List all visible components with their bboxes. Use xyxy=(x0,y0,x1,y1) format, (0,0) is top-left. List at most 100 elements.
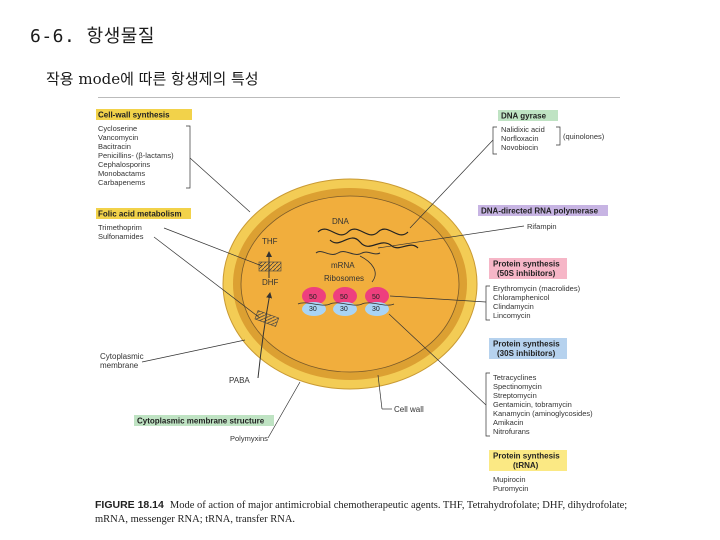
cell-wall-leader xyxy=(189,157,251,213)
figure-caption-head: FIGURE 18.14 xyxy=(95,499,164,511)
thf-label: THF xyxy=(262,237,278,246)
cell-wall-drug: Monobactams xyxy=(98,169,145,178)
folic-acid-title: Folic acid metabolism xyxy=(98,210,182,219)
cell-wall-synthesis-title: Cell-wall synthesis xyxy=(98,111,170,120)
ribosome-large-subunit xyxy=(333,287,357,305)
ribosome-2: 50 30 xyxy=(333,287,357,316)
ribosome-large-subunit xyxy=(302,287,326,305)
trna-drug: Mupirocin xyxy=(493,475,526,484)
ribosome-large-subunit xyxy=(365,287,389,305)
cell-wall-drug: Carbapenems xyxy=(98,178,145,187)
dna-gyrase-group: DNA gyrase Nalidixic acid Norfloxacin No… xyxy=(409,110,605,229)
ribosome-small-subunit xyxy=(365,302,389,316)
quinolone-note: (quinolones) xyxy=(563,132,605,141)
folic-acid-drug: Sulfonamides xyxy=(98,232,144,241)
trna-title: Protein synthesis xyxy=(493,452,560,461)
gyrase-drug: Novobiocin xyxy=(501,143,538,152)
mrna-label: mRNA xyxy=(331,261,355,270)
protein-50s-group: Protein synthesis (50S inhibitors) Eryth… xyxy=(389,258,581,321)
figure-caption-text: Mode of action of major antimicrobial ch… xyxy=(95,500,628,525)
cell-wall-synthesis-group: Cell-wall synthesis Cycloserine Vancomyc… xyxy=(96,109,251,213)
rifampin-leader xyxy=(377,225,525,249)
protein-50s-subtitle: (50S inhibitors) xyxy=(497,269,556,278)
slide-title: 6-6. 항생물질 xyxy=(30,26,155,47)
thf-block-hatch xyxy=(258,261,282,272)
ribosome-1: 50 30 xyxy=(302,287,326,316)
polymyxin-leader xyxy=(267,381,301,439)
protein-50s-title: Protein synthesis xyxy=(493,260,560,269)
ribosome-50-label: 50 xyxy=(340,294,348,301)
protein-30s-drug: Streptomycin xyxy=(493,391,537,400)
ribosome-small-subunit xyxy=(302,302,326,316)
bacterial-cell xyxy=(222,178,478,390)
protein-50s-bracket xyxy=(485,285,490,321)
dhf-block-hatch xyxy=(254,310,280,327)
protein-50s-header xyxy=(489,258,567,279)
sulfonamide-leader xyxy=(153,236,261,319)
dhf-label: DHF xyxy=(262,278,279,287)
dna-gyrase-title: DNA gyrase xyxy=(501,112,547,121)
rna-polymerase-title: DNA-directed RNA polymerase xyxy=(481,207,599,216)
protein-30s-header xyxy=(489,338,567,359)
gyrase-drug: Nalidixic acid xyxy=(501,125,545,134)
paba-to-dhf-arrow xyxy=(257,292,273,379)
divider-line xyxy=(98,97,620,98)
cytoplasmic-membrane-label-2: membrane xyxy=(100,361,139,370)
membrane-structure-title: Cytoplasmic membrane structure xyxy=(137,417,265,426)
ribosome-50-label: 50 xyxy=(309,294,317,301)
slide-subtitle: 작용 mode에 따른 항생제의 특성 xyxy=(46,70,259,88)
trimethoprim-leader xyxy=(163,227,263,267)
folic-acid-drug: Trimethoprim xyxy=(98,223,142,232)
gyrase-leader xyxy=(409,139,494,229)
protein-30s-drug: Nitrofurans xyxy=(493,427,530,436)
cell-wall-label: Cell wall xyxy=(394,405,424,414)
protein-30s-drug: Spectinomycin xyxy=(493,382,542,391)
protein-30s-drug: Kanamycin (aminoglycosides) xyxy=(493,409,593,418)
protein-30s-drug: Tetracyclines xyxy=(493,373,537,382)
ribosome-50-label: 50 xyxy=(372,294,380,301)
ribosome-small-subunit xyxy=(333,302,357,316)
ribosome-30-label: 30 xyxy=(372,306,380,313)
protein-30s-subtitle: (30S inhibitors) xyxy=(497,349,556,358)
ribosome-30-label: 30 xyxy=(340,306,348,313)
cell-wall-synthesis-header xyxy=(96,109,192,120)
protein-50s-leader xyxy=(389,295,487,303)
folic-acid-header xyxy=(96,208,191,219)
cell-wall-drug: Bacitracin xyxy=(98,142,131,151)
protein-30s-drug: Amikacin xyxy=(493,418,523,427)
cytoplasm xyxy=(240,195,460,373)
dna-strand xyxy=(317,228,409,236)
membrane-drug: Polymyxins xyxy=(230,434,268,443)
trna-header xyxy=(489,450,567,471)
cell-wall-drug: Cephalosporins xyxy=(98,160,150,169)
rna-polymerase-drug: Rifampin xyxy=(527,222,557,231)
trna-subtitle: (tRNA) xyxy=(513,461,539,470)
protein-30s-title: Protein synthesis xyxy=(493,340,560,349)
protein-50s-drug: Clindamycin xyxy=(493,302,534,311)
ribosomes-label: Ribosomes xyxy=(324,274,364,283)
dna-strand-2 xyxy=(329,237,419,249)
protein-30s-drug: Gentamicin, tobramycin xyxy=(493,400,572,409)
membrane-structure-group: Cytoplasmic membrane structure Polymyxin… xyxy=(134,381,301,443)
ribosome-3: 50 30 xyxy=(365,287,389,316)
protein-30s-leader xyxy=(388,313,487,406)
cell-wall-drug: Penicillins- (β-lactams) xyxy=(98,151,174,160)
protein-50s-drug: Chloramphenicol xyxy=(493,293,550,302)
quinolone-bracket xyxy=(556,126,561,146)
cell-wall-bracket xyxy=(186,125,191,189)
mrna-strand xyxy=(315,251,381,255)
gyrase-bracket xyxy=(492,126,497,155)
cytoplasmic-membrane-label-1: Cytoplasmic xyxy=(100,352,144,361)
trna-group: Protein synthesis (tRNA) Mupirocin Purom… xyxy=(489,450,567,493)
gyrase-drug: Norfloxacin xyxy=(501,134,539,143)
rna-polymerase-header xyxy=(478,205,608,216)
paba-label: PABA xyxy=(229,376,250,385)
folic-acid-group: Folic acid metabolism Trimethoprim Sulfo… xyxy=(96,208,263,319)
membrane-structure-header xyxy=(134,415,274,426)
protein-50s-drug: Lincomycin xyxy=(493,311,531,320)
cell-wall-leader-2 xyxy=(377,374,383,410)
dna-label: DNA xyxy=(332,217,350,226)
mrna-to-ribosome xyxy=(359,255,376,283)
ribosome-30-label: 30 xyxy=(309,306,317,313)
